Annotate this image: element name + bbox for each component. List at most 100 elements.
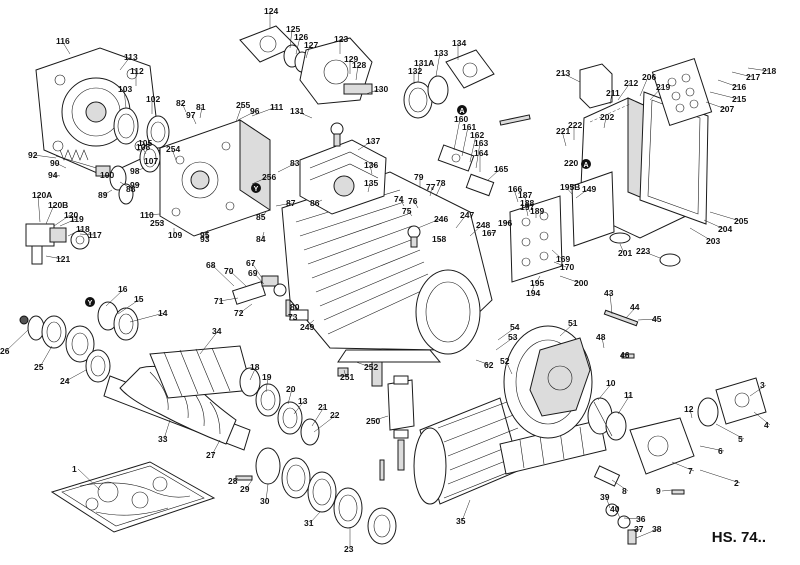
callout-93: 93 bbox=[200, 234, 210, 244]
leader-line-130 bbox=[365, 88, 381, 95]
leader-line-133 bbox=[435, 52, 441, 77]
leader-line-71 bbox=[219, 297, 239, 302]
callout-123: 123 bbox=[334, 34, 348, 44]
leader-line-253 bbox=[155, 221, 165, 224]
callout-40: 40 bbox=[610, 504, 620, 514]
leader-line-28 bbox=[233, 477, 239, 482]
leader-line-51 bbox=[559, 322, 575, 337]
callout-135: 135 bbox=[364, 178, 378, 188]
callout-223: 223 bbox=[636, 246, 650, 256]
leader-line-40 bbox=[615, 508, 621, 519]
bolts bbox=[235, 114, 685, 495]
leader-line-120a bbox=[37, 194, 41, 223]
leader-line-88 bbox=[119, 181, 133, 190]
leader-line-14 bbox=[129, 312, 165, 323]
leader-line-83 bbox=[277, 162, 297, 173]
callout-129: 129 bbox=[344, 54, 358, 64]
leader-line-81 bbox=[199, 106, 203, 119]
callout-72: 72 bbox=[234, 308, 244, 318]
svg-text:A: A bbox=[583, 162, 588, 169]
callout-24: 24 bbox=[60, 376, 70, 386]
callout-213: 213 bbox=[556, 68, 570, 78]
callout-100: 100 bbox=[100, 170, 114, 180]
leader-line-5 bbox=[715, 423, 745, 440]
leader-line-187 bbox=[523, 194, 529, 207]
discharge-flange bbox=[403, 49, 495, 119]
callout-131: 131 bbox=[290, 106, 304, 116]
callout-33: 33 bbox=[158, 434, 168, 444]
leader-line-29 bbox=[245, 479, 253, 490]
motor-end-housing bbox=[503, 325, 593, 439]
leader-line-195b bbox=[565, 186, 573, 195]
mounting-bracket bbox=[387, 375, 415, 471]
callout-160: 160 bbox=[454, 114, 468, 124]
leader-line-10 bbox=[597, 382, 613, 401]
callout-215: 215 bbox=[732, 94, 746, 104]
callout-220: 220 bbox=[564, 158, 578, 168]
callout-70: 70 bbox=[224, 266, 234, 276]
callout-3: 3 bbox=[760, 380, 765, 390]
leader-line-196 bbox=[503, 221, 511, 224]
callout-119: 119 bbox=[70, 214, 84, 224]
seal-rings-left bbox=[109, 107, 170, 205]
callout-137: 137 bbox=[366, 136, 380, 146]
callout-98: 98 bbox=[130, 166, 140, 176]
leader-line-45 bbox=[637, 318, 659, 321]
leader-line-34 bbox=[199, 330, 219, 355]
callout-165: 165 bbox=[494, 164, 508, 174]
leader-line-125 bbox=[289, 28, 293, 49]
callout-89: 89 bbox=[98, 190, 108, 200]
spring-assembly bbox=[55, 149, 111, 177]
leader-line-97 bbox=[191, 114, 197, 125]
callout-86: 86 bbox=[310, 198, 320, 208]
callout-97: 97 bbox=[186, 110, 196, 120]
callout-16: 16 bbox=[118, 284, 128, 294]
leader-line-108 bbox=[141, 146, 147, 155]
female-rotor bbox=[149, 345, 253, 399]
leader-line-252 bbox=[355, 361, 371, 368]
callout-67: 67 bbox=[246, 258, 256, 268]
svg-text:A: A bbox=[459, 108, 464, 115]
callout-96: 96 bbox=[250, 106, 260, 116]
callout-256: 256 bbox=[262, 172, 276, 182]
leader-line-126 bbox=[295, 36, 301, 55]
valve-assembly-left bbox=[25, 223, 90, 265]
leader-line-111 bbox=[251, 106, 277, 117]
leader-line-82 bbox=[181, 102, 187, 113]
callout-22: 22 bbox=[330, 410, 340, 420]
cap-223 bbox=[659, 253, 681, 267]
callout-62: 62 bbox=[484, 360, 494, 370]
callout-80: 80 bbox=[290, 302, 300, 312]
leader-line-166 bbox=[513, 188, 519, 203]
callout-112: 112 bbox=[130, 66, 144, 76]
leader-line-100 bbox=[105, 174, 111, 177]
callout-218: 218 bbox=[762, 66, 776, 76]
callout-195b: 195B bbox=[560, 182, 580, 192]
callout-44: 44 bbox=[630, 302, 640, 312]
callout-53: 53 bbox=[508, 332, 518, 342]
leader-line-48 bbox=[601, 336, 605, 349]
leader-line-3 bbox=[749, 384, 767, 397]
suction-flange bbox=[239, 25, 373, 105]
callout-167: 167 bbox=[482, 228, 496, 238]
callout-78: 78 bbox=[436, 178, 446, 188]
leader-line-206 bbox=[639, 76, 649, 97]
leader-line-92 bbox=[33, 154, 57, 159]
callout-2: 2 bbox=[734, 478, 739, 488]
leader-line-136 bbox=[369, 164, 373, 175]
leader-line-86 bbox=[315, 199, 323, 204]
leader-line-24 bbox=[65, 369, 87, 382]
callout-188: 188 bbox=[520, 198, 534, 208]
callout-46: 46 bbox=[620, 350, 630, 360]
leader-line-99 bbox=[135, 183, 141, 186]
leader-line-197 bbox=[525, 206, 529, 217]
leader-line-37 bbox=[627, 528, 641, 531]
leader-line-113 bbox=[119, 56, 131, 71]
callout-120a: 120A bbox=[32, 190, 52, 200]
leader-line-11 bbox=[617, 394, 631, 415]
motor-stator bbox=[413, 397, 607, 505]
callout-5: 5 bbox=[738, 434, 743, 444]
leader-line-169 bbox=[551, 249, 563, 260]
callout-202: 202 bbox=[600, 112, 614, 122]
callout-162: 162 bbox=[470, 130, 484, 140]
